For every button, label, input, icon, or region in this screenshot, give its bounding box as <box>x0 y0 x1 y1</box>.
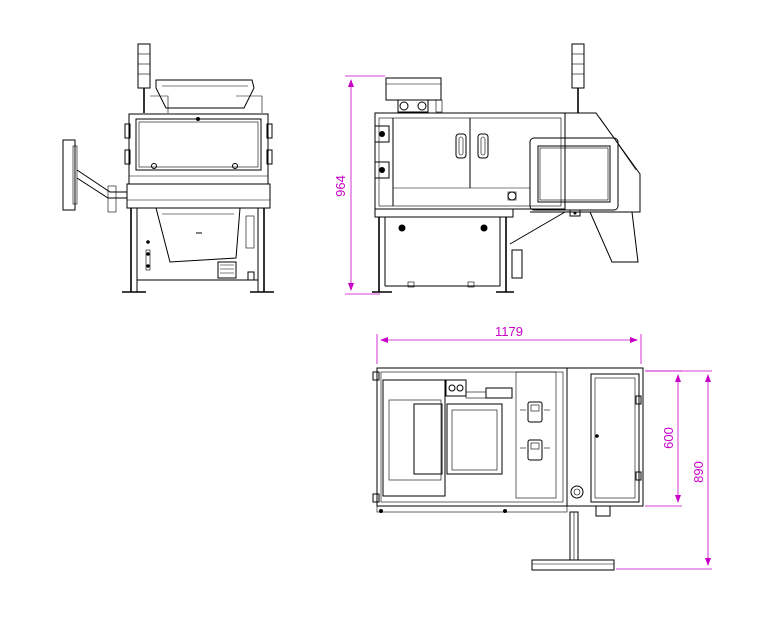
feed-hopper <box>150 79 263 113</box>
front-base-frame <box>122 207 274 293</box>
dimension-length: 1179 <box>376 324 642 364</box>
side-view <box>372 43 641 293</box>
side-hopper <box>385 77 443 113</box>
dimension-width-overall: 890 <box>616 370 712 570</box>
side-cabinet <box>374 112 566 210</box>
side-base-frame <box>372 208 523 293</box>
touch-screen-panel <box>529 137 619 217</box>
monitor-arm <box>62 139 127 213</box>
dimension-width-overall-label: 890 <box>691 461 706 483</box>
side-signal-tower <box>571 43 585 113</box>
dimension-width-inner: 600 <box>645 370 682 507</box>
front-cabinet <box>124 113 273 209</box>
dimension-height: 964 <box>333 75 385 295</box>
dimension-height-label: 964 <box>333 175 348 197</box>
dimension-width-inner-label: 600 <box>661 427 676 449</box>
top-view <box>372 367 644 571</box>
top-main-body <box>372 367 644 517</box>
top-monitor-stand <box>531 511 615 571</box>
dimension-length-label: 1179 <box>495 324 523 339</box>
signal-light-tower <box>137 43 151 113</box>
front-view <box>62 43 274 293</box>
